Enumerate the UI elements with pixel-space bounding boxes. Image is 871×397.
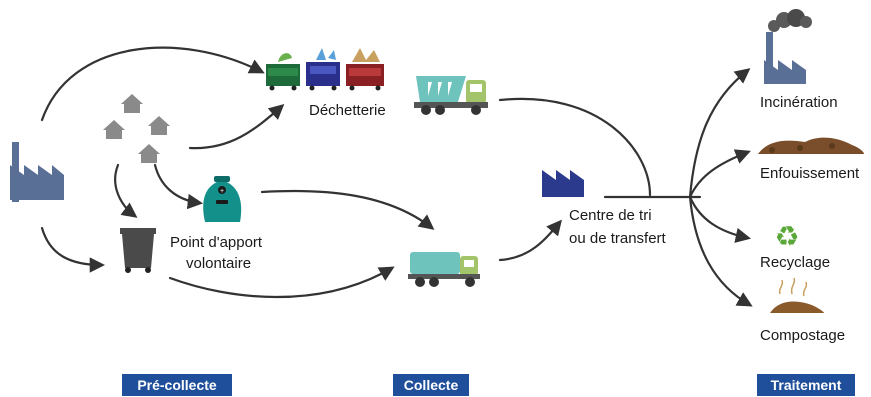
decheterie-containers-icon [266,48,384,91]
arrow-to-incineration [688,68,751,199]
landfill-icon [758,137,864,154]
arrow-point-apport-to-collecte-truck [260,189,435,230]
recyclage-label: Recyclage [760,254,831,271]
centre-tri-label-line2: ou de transfert [569,230,666,247]
arrow-dump-truck-to-centre [498,97,652,197]
incineration-icon [764,9,812,84]
point-apport-label-line1: Point d'apport [170,234,263,251]
incineration-label: Incinération [760,94,838,111]
arrow-to-enfouissement [688,149,751,199]
arrow-truck-to-centre [498,219,562,262]
dump-truck-icon [414,76,488,115]
svg-text:♻: ♻ [774,220,799,253]
arrow-factory-to-bin [40,226,106,273]
compost-icon [770,277,824,313]
centre-tri-label-line1: Centre de tri [569,207,652,224]
phase-collecte: Collecte [393,374,469,396]
arrow-houses-to-decheterie [188,103,285,150]
arrow-to-recyclage [688,195,752,243]
sorting-center-icon [542,170,584,197]
phase-pre-collecte: Pré-collecte [122,374,232,396]
svg-text:+: + [220,188,224,195]
enfouissement-label: Enfouissement [760,165,860,182]
glass-container-icon: + [203,176,242,222]
point-apport-label-line2: volontaire [186,255,252,272]
decheterie-label: Déchetterie [309,102,386,119]
houses-icon [103,94,170,163]
factory-icon [10,142,64,202]
arrow-factory-to-decheterie [40,46,265,122]
recycle-icon: ♻ [774,220,799,253]
garbage-bin-icon [120,228,156,273]
collection-truck-icon [408,252,480,287]
arrow-to-compostage [688,195,753,307]
arrow-houses-to-bin [114,163,138,218]
arrow-bin-to-collecte-truck [168,266,395,299]
phase-traitement: Traitement [757,374,855,396]
arrow-houses-to-point-apport [153,163,204,210]
compostage-label: Compostage [760,327,846,344]
